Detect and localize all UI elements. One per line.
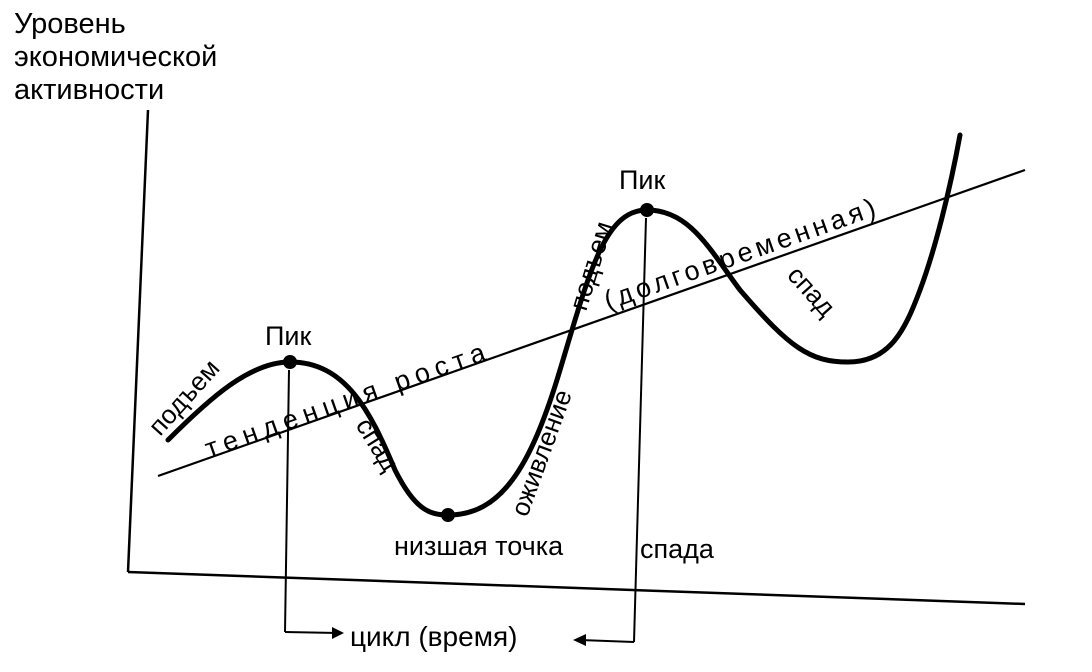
trough-label: низшая точка [394, 531, 564, 561]
y-axis [126, 109, 150, 573]
cycle-arrow-right-head [573, 634, 586, 646]
y-axis-label: Уровень экономической активности [14, 8, 217, 107]
decline-label-2: спад [782, 260, 842, 322]
trend-line [157, 168, 1026, 478]
cycle-label: цикл (время) [350, 621, 517, 652]
cycle-curve [165, 132, 963, 518]
decline-label-1: спад [350, 412, 405, 476]
revival-label: оживление [504, 385, 577, 520]
cycle-arrow-left-shaft [284, 631, 339, 634]
trough-point [441, 508, 455, 522]
trend-label: тенденция роста [201, 335, 495, 464]
cycle-bracket-right [633, 217, 647, 643]
cycle-arrow-left-head [332, 627, 344, 639]
y-axis-label-line-1: Уровень [14, 8, 126, 40]
peak-label-2: Пик [619, 165, 665, 195]
trough-suffix-label: спада [640, 534, 715, 564]
peak-label-1: Пик [265, 321, 311, 351]
peak-point-1 [283, 355, 297, 369]
cycle-arrow-right-shaft [579, 639, 635, 643]
cycle-bracket-left [284, 369, 290, 633]
trend-label-main: тенденция роста [201, 335, 489, 464]
y-axis-label-line-3: активности [14, 74, 165, 106]
x-axis [127, 570, 1026, 606]
peak-point-2 [640, 203, 654, 217]
y-axis-label-line-2: экономической [14, 41, 218, 73]
